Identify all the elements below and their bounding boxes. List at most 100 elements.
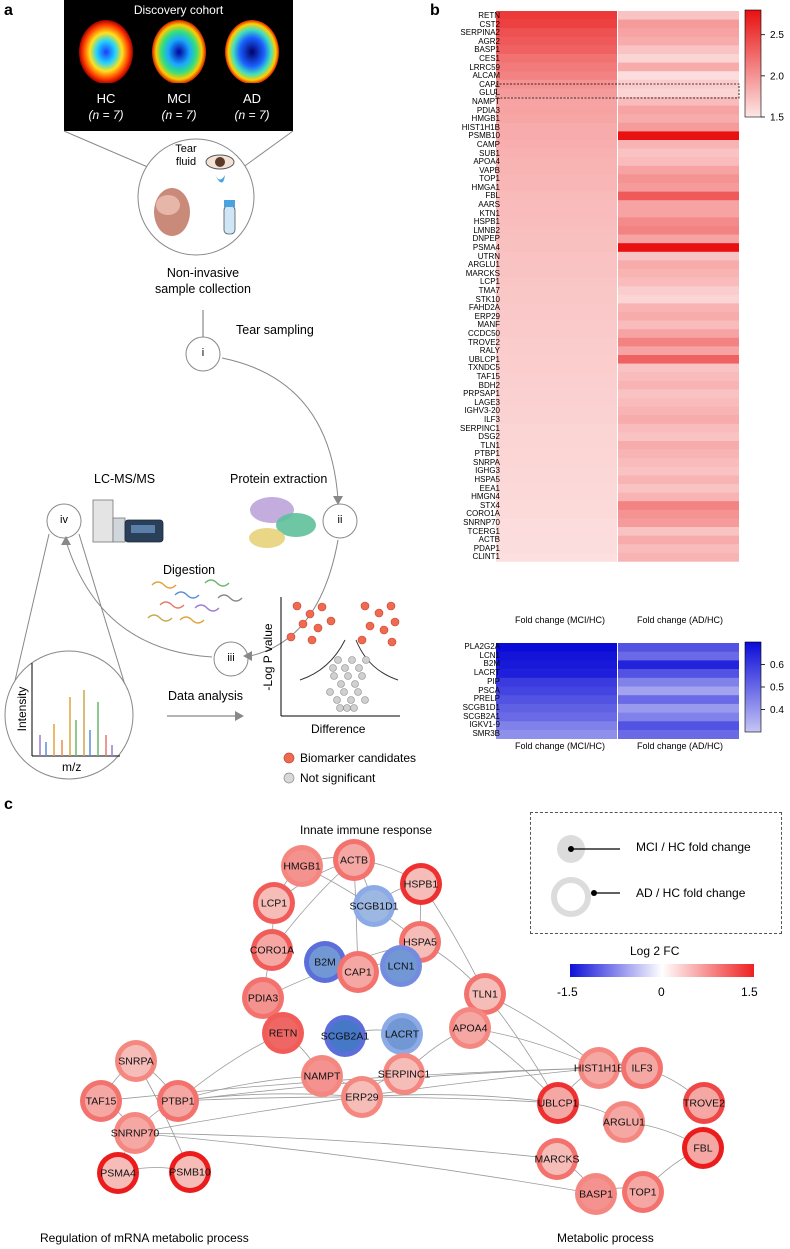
cohort-title: Discovery cohort: [133, 3, 224, 17]
gene-label: LCN1: [479, 650, 500, 660]
network-node-nampt: NAMPT: [301, 1055, 343, 1097]
heatmap-cell-mci: [496, 269, 617, 278]
gene-label: IGHG3: [475, 466, 500, 476]
network-node-label: TOP1: [629, 1187, 656, 1199]
heatmap-cell-mci: [496, 114, 617, 124]
intensity-label: Intensity: [15, 686, 29, 732]
heatmap-cell-ad: [618, 363, 739, 373]
heatmap-cell-mci: [496, 148, 617, 158]
lc-ms-instrument-icon: [92, 499, 164, 543]
gene-label: SUB1: [479, 148, 500, 158]
heatmap-cell-mci: [496, 320, 617, 330]
cap1-highlight-box: [495, 83, 740, 99]
network-node-label: SNRNP70: [111, 1128, 160, 1140]
network-node-label: CAP1: [344, 967, 372, 979]
heatmap-cell-mci: [496, 703, 617, 713]
gene-label: IGHV3-20: [464, 406, 500, 416]
network-node-apoa4: APOA4: [449, 1007, 491, 1049]
network-node-label: LCP1: [261, 898, 287, 910]
heatmap-cell-ad: [618, 62, 739, 72]
heatmap-cell-mci: [496, 372, 617, 382]
network-node-label: SERPINC1: [378, 1069, 431, 1081]
col-label-mci-up: Fold change (MCI/HC): [514, 615, 606, 625]
heatmap-cell-ad: [618, 677, 739, 687]
group-mci-name: MCI: [167, 91, 191, 106]
heatmap-cell-ad: [618, 337, 739, 347]
heatmap-cell-mci: [496, 501, 617, 511]
network-node-label: SCGB2A1: [321, 1031, 370, 1043]
heatmap-cell-mci: [496, 183, 617, 192]
network-node-label: UBLCP1: [538, 1098, 579, 1110]
heatmap-cell-mci: [496, 695, 617, 705]
gene-label: LRRC59: [469, 62, 500, 72]
log2fc-colorbar: [570, 964, 754, 977]
heatmap-cell-mci: [496, 251, 617, 261]
hc-brain-image: [79, 20, 133, 83]
heatmap-cell-ad: [618, 389, 739, 399]
heatmap-cell-mci: [496, 415, 617, 425]
heatmap-cell-ad: [618, 11, 739, 20]
group-ad-n: (n = 7): [234, 108, 270, 122]
network-node-basp1: BASP1: [575, 1173, 617, 1215]
gene-label: AGR2: [478, 36, 500, 46]
heatmap-cell-mci: [496, 260, 617, 270]
protein-extraction-label: Protein extraction: [230, 472, 328, 486]
network-node-b2m: B2M: [304, 941, 346, 983]
volcano-red-points: [286, 601, 400, 647]
network-node-actb: ACTB: [333, 839, 375, 881]
network-node-ublcp1: UBLCP1: [537, 1082, 579, 1124]
network-node-label: MARCKS: [535, 1154, 580, 1166]
gene-label: LAGE3: [474, 397, 500, 407]
network-edge: [361, 1094, 559, 1104]
network-node-label: HMGB1: [283, 861, 321, 873]
gene-label: CLINT1: [472, 552, 500, 562]
gene-label: STK10: [475, 294, 500, 304]
network-node-fbl: FBL: [682, 1127, 724, 1169]
legend-ad-label: AD / HC fold change: [636, 886, 746, 900]
gene-label: LACRT: [473, 668, 500, 678]
gene-label: CCDC50: [467, 328, 500, 338]
digestion-label: Digestion: [163, 563, 216, 577]
network-node-scgb1d1: SCGB1D1: [349, 885, 399, 927]
heatmap-cell-mci: [496, 105, 617, 115]
group-hc-name: HC: [96, 91, 116, 106]
legend-grey-dot: [283, 772, 295, 784]
network-node-label: APOA4: [452, 1023, 487, 1035]
heatmap-cell-mci: [496, 484, 617, 493]
network-node-label: LACRT: [385, 1029, 420, 1041]
gene-label: SERPINA2: [460, 28, 500, 38]
up-colorbar-tick: 2.5: [770, 30, 784, 41]
heatmap-cell-mci: [496, 165, 617, 175]
col-label-ad-up: Fold change (AD/HC): [636, 615, 724, 625]
heatmap-cell-ad: [618, 372, 739, 382]
col-label-mci-down: Fold change (MCI/HC): [514, 741, 606, 751]
network-legend-graphics: [551, 835, 620, 917]
heatmap-cell-mci: [496, 97, 617, 106]
heatmap-cell-mci: [496, 552, 617, 562]
tear-fluid-label: Tear fluid: [175, 143, 197, 168]
network-node-label: ERP29: [345, 1092, 378, 1104]
network-node-psma4: PSMA4: [97, 1152, 139, 1194]
gene-label: DSG2: [478, 432, 500, 442]
heatmap-cell-mci: [496, 432, 617, 442]
heatmap-cell-mci: [496, 19, 617, 29]
heatmap-cell-mci: [496, 11, 617, 20]
gene-label: CORO1A: [466, 509, 500, 519]
network-node-trove2: TROVE2: [683, 1082, 725, 1124]
heatmap-cell-mci: [496, 346, 617, 356]
tear-sampling-label: Tear sampling: [236, 323, 314, 337]
heatmap-cell-ad: [618, 71, 739, 81]
gene-label: BASP1: [474, 45, 500, 55]
heatmap-cell-mci: [496, 721, 617, 731]
gene-label: VAPB: [479, 165, 500, 175]
gene-label: SERPINC1: [459, 423, 500, 433]
network-node-cap1: CAP1: [337, 951, 379, 993]
heatmap-cell-mci: [496, 122, 617, 132]
gene-label: BDH2: [478, 380, 500, 390]
heatmap-cell-mci: [496, 535, 617, 545]
heatmap-cell-ad: [618, 131, 739, 141]
volcano-grey-points: [326, 656, 370, 712]
heatmap-cell-mci: [496, 544, 617, 554]
heatmap-cell-ad: [618, 730, 739, 739]
heatmap-cell-mci: [496, 329, 617, 339]
